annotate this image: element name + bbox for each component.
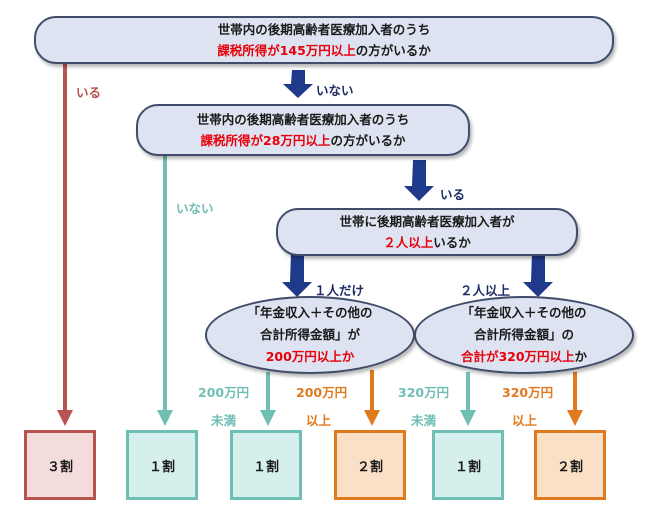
label-200-over-amount: 200万円 <box>296 385 348 400</box>
question-320-rest: か <box>574 349 588 364</box>
question-320-line1: 「年金収入＋その他の <box>461 305 587 320</box>
question-2people-line1: 世帯に後期高齢者医療加入者が <box>339 214 515 229</box>
label-320-over-amount: 320万円 <box>502 385 554 400</box>
question-28-highlight: 課税所得が28万円以上 <box>200 133 331 148</box>
question-200-line2: 合計所得金額」が <box>259 327 360 342</box>
label-futari: ２人以上 <box>460 283 511 298</box>
result-1wari-a: １割 <box>126 430 198 500</box>
question-2people-rest: いるか <box>433 235 471 250</box>
question-145-rest: の方がいるか <box>355 43 431 58</box>
question-200-line1: 「年金収入＋その他の <box>247 305 373 320</box>
result-1wari-b: １割 <box>230 430 302 500</box>
label-200-under: 未満 <box>211 413 237 428</box>
arrow-q2-q3 <box>404 160 434 201</box>
question-2people-highlight: ２人以上 <box>383 235 434 250</box>
label-hitori: １人だけ <box>314 283 365 298</box>
label-320-under-amount: 320万円 <box>398 385 450 400</box>
arrow-q3-q4 <box>282 252 312 297</box>
result-3wari: ３割 <box>24 430 96 500</box>
label-inai-1: いない <box>316 83 354 98</box>
label-200-under-amount: 200万円 <box>198 385 250 400</box>
question-320-line2: 合計所得金額」の <box>473 327 574 342</box>
arrow-q3-q5 <box>523 252 553 297</box>
question-28-rest: の方がいるか <box>330 133 406 148</box>
question-145-line1: 世帯内の後期高齢者医療加入者のうち <box>217 22 431 37</box>
label-200-over: 以上 <box>306 413 332 428</box>
question-320-highlight: 合計が320万円以上 <box>460 349 575 364</box>
question-2people-box: 世帯に後期高齢者医療加入者が ２人以上いるか <box>276 208 578 256</box>
question-145-highlight: 課税所得が145万円以上 <box>217 43 356 58</box>
question-320-box: 「年金収入＋その他の 合計所得金額」の 合計が320万円以上か <box>414 296 634 374</box>
label-iru-2: いる <box>440 187 466 202</box>
label-iru-1: いる <box>76 85 102 100</box>
question-145-box: 世帯内の後期高齢者医療加入者のうち 課税所得が145万円以上の方がいるか <box>34 16 614 64</box>
result-2wari-b: ２割 <box>534 430 606 500</box>
question-200-highlight: 200万円以上か <box>265 349 355 364</box>
question-28-line1: 世帯内の後期高齢者医療加入者のうち <box>196 112 410 127</box>
arrow-q1-q2 <box>283 70 313 98</box>
question-200-box: 「年金収入＋その他の 合計所得金額」が 200万円以上か <box>205 296 415 374</box>
question-28-box: 世帯内の後期高齢者医療加入者のうち 課税所得が28万円以上の方がいるか <box>136 104 470 156</box>
label-inai-2: いない <box>176 201 214 216</box>
label-320-over: 以上 <box>512 413 538 428</box>
result-2wari-a: ２割 <box>334 430 406 500</box>
label-320-under: 未満 <box>411 413 437 428</box>
result-1wari-c: １割 <box>432 430 504 500</box>
